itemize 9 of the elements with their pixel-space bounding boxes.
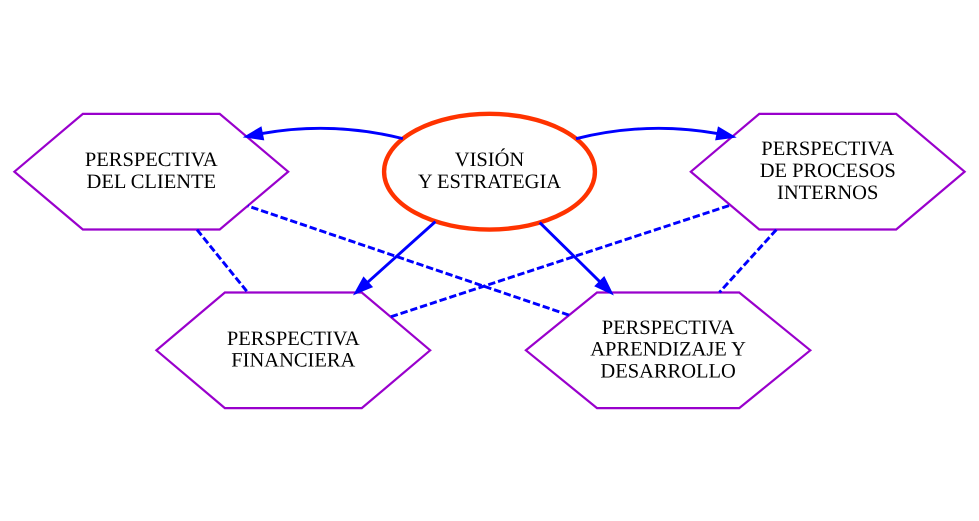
connector [390, 203, 731, 318]
connector [718, 228, 778, 293]
arrow [538, 221, 614, 295]
arrow [242, 126, 404, 140]
arrow [352, 220, 436, 295]
arrow [576, 126, 737, 140]
connector [196, 228, 249, 293]
node-ellipse: VISIÓN Y ESTRATEGIA [382, 111, 598, 232]
connector [247, 204, 570, 316]
